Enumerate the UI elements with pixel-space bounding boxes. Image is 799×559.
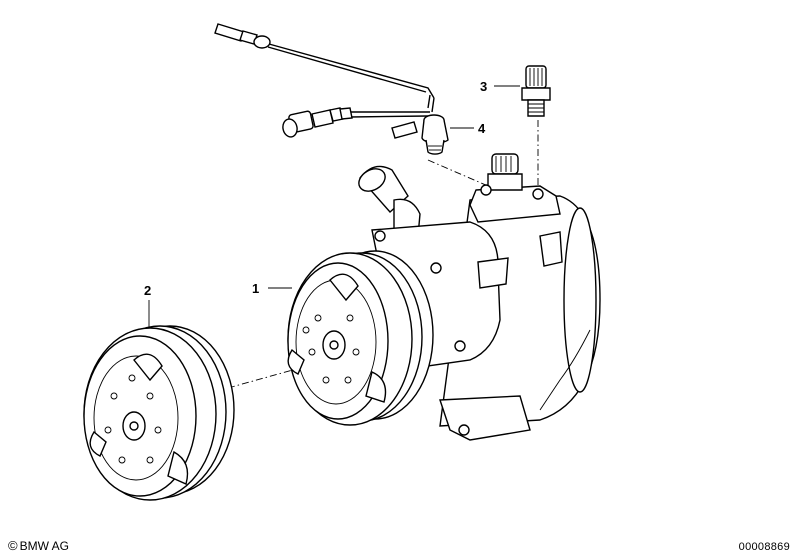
copyright-notice: © BMW AG: [8, 538, 69, 553]
callout-2: 2: [144, 283, 151, 298]
pressure-switch: [421, 114, 449, 155]
sensor-cable: [214, 23, 435, 139]
center-lines: [227, 120, 539, 389]
compressor: [358, 153, 601, 441]
callout-4: 4: [478, 121, 486, 136]
clutch-pulley: [83, 325, 235, 501]
callout-3: 3: [480, 79, 487, 94]
brand-name: BMW AG: [19, 538, 69, 553]
copyright-symbol: ©: [8, 538, 18, 553]
compressor-clutch: [287, 250, 434, 426]
callout-1: 1: [252, 281, 259, 296]
document-id: 00008869: [738, 541, 790, 553]
callouts: 1 2 3 4: [144, 79, 520, 328]
service-valve: [521, 65, 551, 117]
